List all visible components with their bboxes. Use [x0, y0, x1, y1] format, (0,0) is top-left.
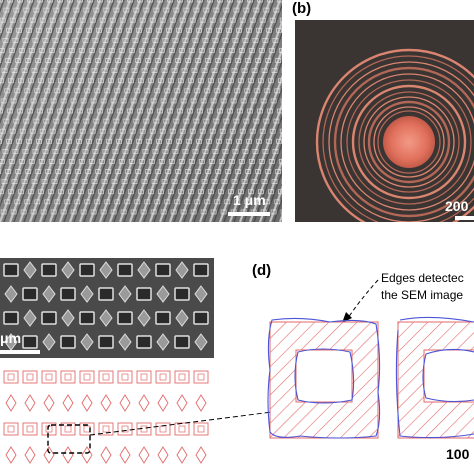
scale-bar-a [228, 212, 270, 216]
sem-pillar-array [0, 0, 282, 222]
scale-label-c: μm [0, 330, 22, 346]
panel-b-optical-image: 200 [295, 20, 474, 222]
detected-edges-map [0, 365, 214, 474]
concentric-rings [295, 20, 474, 222]
panel-c-edges [0, 365, 214, 474]
sem-top-view [0, 258, 214, 358]
scale-label-d: 100 [446, 446, 470, 462]
scale-label-b: 200 [445, 198, 469, 214]
scale-bar-c [0, 350, 40, 354]
zoom-box [47, 424, 91, 454]
ring-center [383, 116, 435, 168]
annotation-arrow [347, 279, 379, 319]
panel-a-sem-image: 1 μm [0, 0, 282, 222]
panel-label-d: (d) [252, 262, 272, 279]
edge-square-right [395, 316, 474, 439]
scale-bar-b [455, 216, 474, 220]
scale-label-a: 1 μm [233, 192, 266, 208]
annotation-line-2: the SEM image [381, 288, 464, 302]
panel-label-b: (b) [292, 0, 312, 17]
edge-square-left [267, 317, 381, 439]
annotation-line-1: Edges detectec [381, 271, 464, 285]
panel-c-sem-top: μm [0, 258, 214, 358]
